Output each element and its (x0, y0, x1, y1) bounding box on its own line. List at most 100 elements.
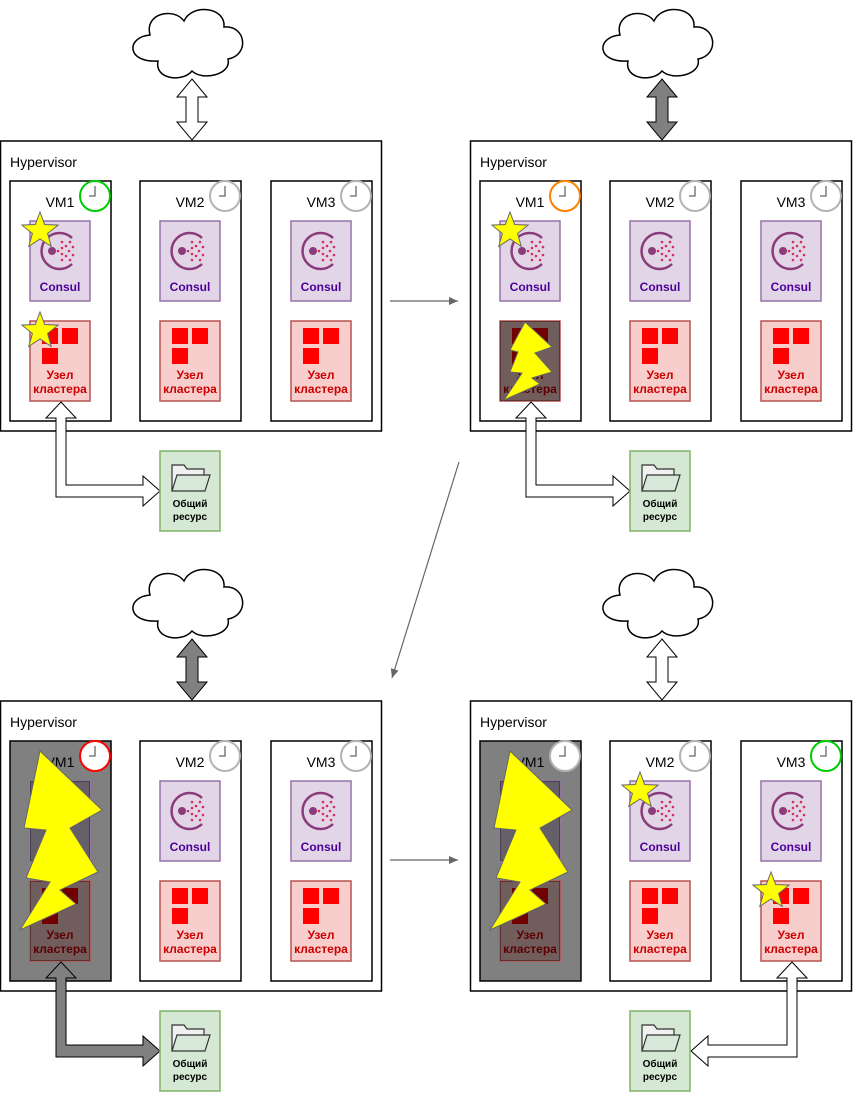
consul-logo-dot (197, 249, 201, 253)
consul-logo-dot (317, 249, 321, 253)
timer-hands (350, 186, 357, 197)
consul-logo-dot (71, 245, 75, 249)
timer-icon (810, 180, 842, 212)
consul-logo-dot (328, 249, 332, 253)
node-logo-square (773, 328, 789, 344)
vm-name: VM2 (176, 194, 205, 210)
consul-logo-dot (60, 246, 64, 250)
consul-logo-dot (186, 809, 190, 813)
consul-logo-dot (530, 252, 534, 256)
consul-logo-dot (791, 800, 795, 804)
consul-label: Consul (40, 280, 81, 294)
shared-resource-label: ресурс (643, 1072, 678, 1083)
consul-logo-dot (190, 246, 194, 250)
timer-hands (350, 746, 357, 757)
consul-logo-dot (190, 812, 194, 816)
cluster-node-label: кластера (294, 942, 348, 956)
node-logo-square (62, 328, 78, 344)
consul-logo-dot (656, 249, 660, 253)
timer-hands (89, 186, 96, 197)
consul-logo-dot (541, 253, 545, 257)
consul-logo-dot (664, 804, 668, 808)
consul-service: Consul (159, 220, 221, 302)
consul-logo-dot (667, 809, 671, 813)
consul-logo-dot (194, 254, 198, 258)
consul-logo-dot (325, 244, 329, 248)
consul-logo-dot (802, 805, 806, 809)
cloud-link-arrow (645, 78, 679, 141)
vm-name: VM3 (307, 754, 336, 770)
shared-resource-label: Общий (643, 498, 678, 510)
consul-label: Consul (510, 280, 551, 294)
consul-label: Consul (170, 280, 211, 294)
consul-logo-dot (787, 809, 791, 813)
timer-icon (679, 740, 711, 772)
folder-icon (641, 1034, 681, 1052)
consul-logo-dot (201, 245, 205, 249)
shared-resource-label: Общий (173, 1058, 208, 1070)
consul-logo-dot (541, 245, 545, 249)
consul-logo-core (779, 247, 787, 255)
consul-logo-dot (201, 805, 205, 809)
consul-logo-dot (198, 800, 202, 804)
cloud-shape (132, 8, 244, 79)
consul-logo-dot (667, 249, 671, 253)
timer-icon (79, 180, 111, 212)
consul-logo-dot (534, 254, 538, 258)
consul-logo-dot (664, 244, 668, 248)
consul-logo-dot (668, 240, 672, 244)
node-logo-square (793, 328, 809, 344)
node-logo-square (773, 348, 789, 364)
consul-logo-core (178, 807, 186, 815)
consul-box (760, 780, 822, 862)
consul-service: Consul (290, 220, 352, 302)
cluster-node-label: Узел (47, 368, 74, 382)
consul-logo-arc (510, 231, 543, 271)
vm-name: VM3 (777, 754, 806, 770)
flow-arrow-head (390, 668, 399, 678)
cloud-icon (602, 568, 714, 639)
consul-logo-dot (68, 258, 72, 262)
consul-logo-dot (194, 804, 198, 808)
timer-hands (689, 746, 696, 757)
consul-logo-dot (671, 245, 675, 249)
cloud-shape (132, 568, 244, 639)
consul-label: Consul (640, 840, 681, 854)
consul-logo-dot (530, 240, 534, 244)
consul-logo-dot (799, 800, 803, 804)
scenario-panel: HypervisorVM1ConsulУзелкластераVM2Consul… (469, 8, 853, 532)
consul-logo-dot (671, 813, 675, 817)
consul-logo-dot (787, 249, 791, 253)
consul-logo-dot (332, 253, 336, 257)
consul-logo-dot (538, 258, 542, 262)
consul-logo-dot (321, 818, 325, 822)
consul-logo-dot (329, 258, 333, 262)
hypervisor-label: Hypervisor (10, 154, 77, 170)
cluster-node-label: кластера (163, 382, 217, 396)
consul-logo-dot (317, 809, 321, 813)
consul-logo-core (648, 807, 656, 815)
consul-logo-core (518, 247, 526, 255)
timer-hands (559, 746, 566, 757)
consul-logo-dot (798, 809, 802, 813)
consul-logo-dot (186, 249, 190, 253)
timer-hands (820, 746, 827, 757)
consul-logo-dot (60, 258, 64, 262)
consul-logo-arc (640, 231, 673, 271)
consul-logo-dot (664, 254, 668, 258)
consul-logo-dot (799, 258, 803, 262)
timer-icon (209, 180, 241, 212)
folder-icon (171, 1034, 211, 1052)
cloud-icon (132, 8, 244, 79)
consul-logo-dot (530, 246, 534, 250)
consul-logo-dot (68, 240, 72, 244)
consul-label: Consul (640, 280, 681, 294)
